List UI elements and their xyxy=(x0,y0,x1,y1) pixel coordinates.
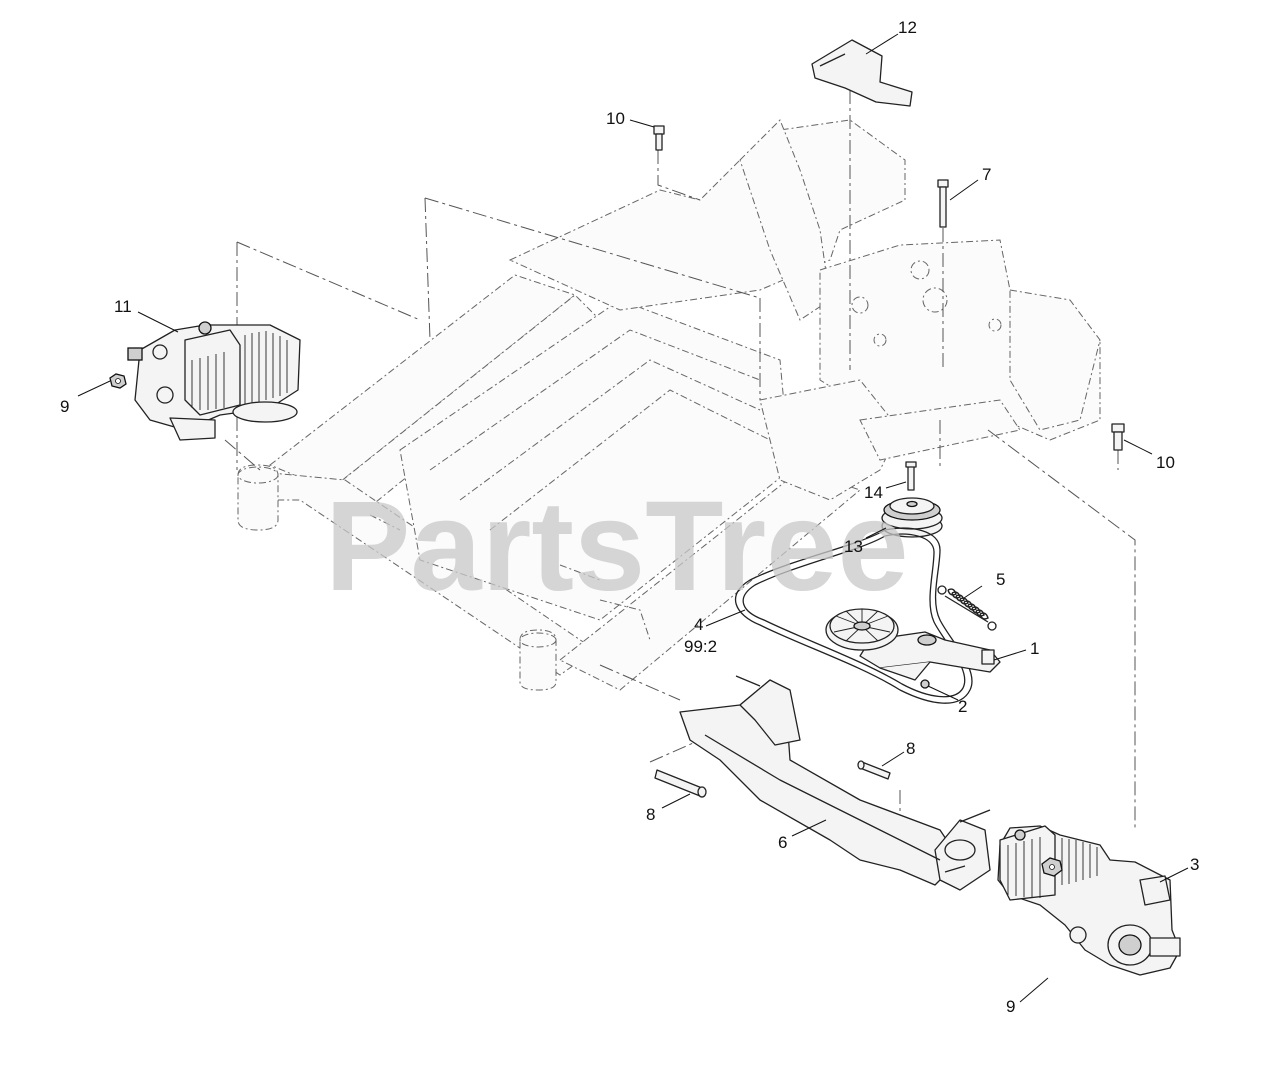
chassis-frame xyxy=(237,119,1101,691)
callout-4[interactable]: 4 xyxy=(694,615,703,634)
mount-bracket-part[interactable] xyxy=(679,675,991,891)
callout-3[interactable]: 3 xyxy=(1190,855,1199,874)
callout-10-right[interactable]: 10 xyxy=(1156,453,1175,472)
callout-labels: 12 10 7 11 9 10 14 13 5 4 99:2 1 2 8 8 6… xyxy=(60,18,1199,1016)
callout-14[interactable]: 14 xyxy=(864,483,883,502)
callout-5[interactable]: 5 xyxy=(996,570,1005,589)
spring-part[interactable] xyxy=(937,585,997,631)
callout-9-right[interactable]: 9 xyxy=(1006,997,1015,1016)
pulley-part[interactable] xyxy=(881,497,943,538)
callout-7[interactable]: 7 xyxy=(982,165,991,184)
bolt-part[interactable] xyxy=(1111,423,1125,451)
callout-9-left[interactable]: 9 xyxy=(60,397,69,416)
callout-8-right[interactable]: 8 xyxy=(906,739,915,758)
pin-part[interactable] xyxy=(654,769,707,798)
leader-lines xyxy=(77,33,1189,1003)
bolt-part[interactable] xyxy=(653,125,665,151)
hydro-transmission-right[interactable] xyxy=(997,825,1181,976)
bolt-part[interactable] xyxy=(937,179,949,228)
watermark-text: PartsTree xyxy=(325,475,909,618)
callout-1[interactable]: 1 xyxy=(1030,639,1039,658)
pin-part[interactable] xyxy=(905,461,917,491)
shield-part[interactable] xyxy=(811,39,913,107)
nut-part[interactable] xyxy=(109,373,127,389)
callout-11[interactable]: 11 xyxy=(114,297,132,316)
callout-4-ref[interactable]: 99:2 xyxy=(684,637,717,656)
callout-2[interactable]: 2 xyxy=(958,697,967,716)
callout-10-top[interactable]: 10 xyxy=(606,109,625,128)
alignment-lines xyxy=(224,90,1136,871)
nut-part[interactable] xyxy=(1041,857,1063,877)
pin-part[interactable] xyxy=(857,760,891,780)
callout-8-left[interactable]: 8 xyxy=(646,805,655,824)
idler-pulley-part[interactable] xyxy=(825,608,930,689)
callout-12[interactable]: 12 xyxy=(898,18,917,37)
belt-part[interactable] xyxy=(735,527,973,704)
hydro-transmission-left[interactable] xyxy=(127,321,301,441)
idler-arm-part[interactable] xyxy=(859,631,1001,681)
callout-13[interactable]: 13 xyxy=(844,537,863,556)
callout-6[interactable]: 6 xyxy=(778,833,787,852)
